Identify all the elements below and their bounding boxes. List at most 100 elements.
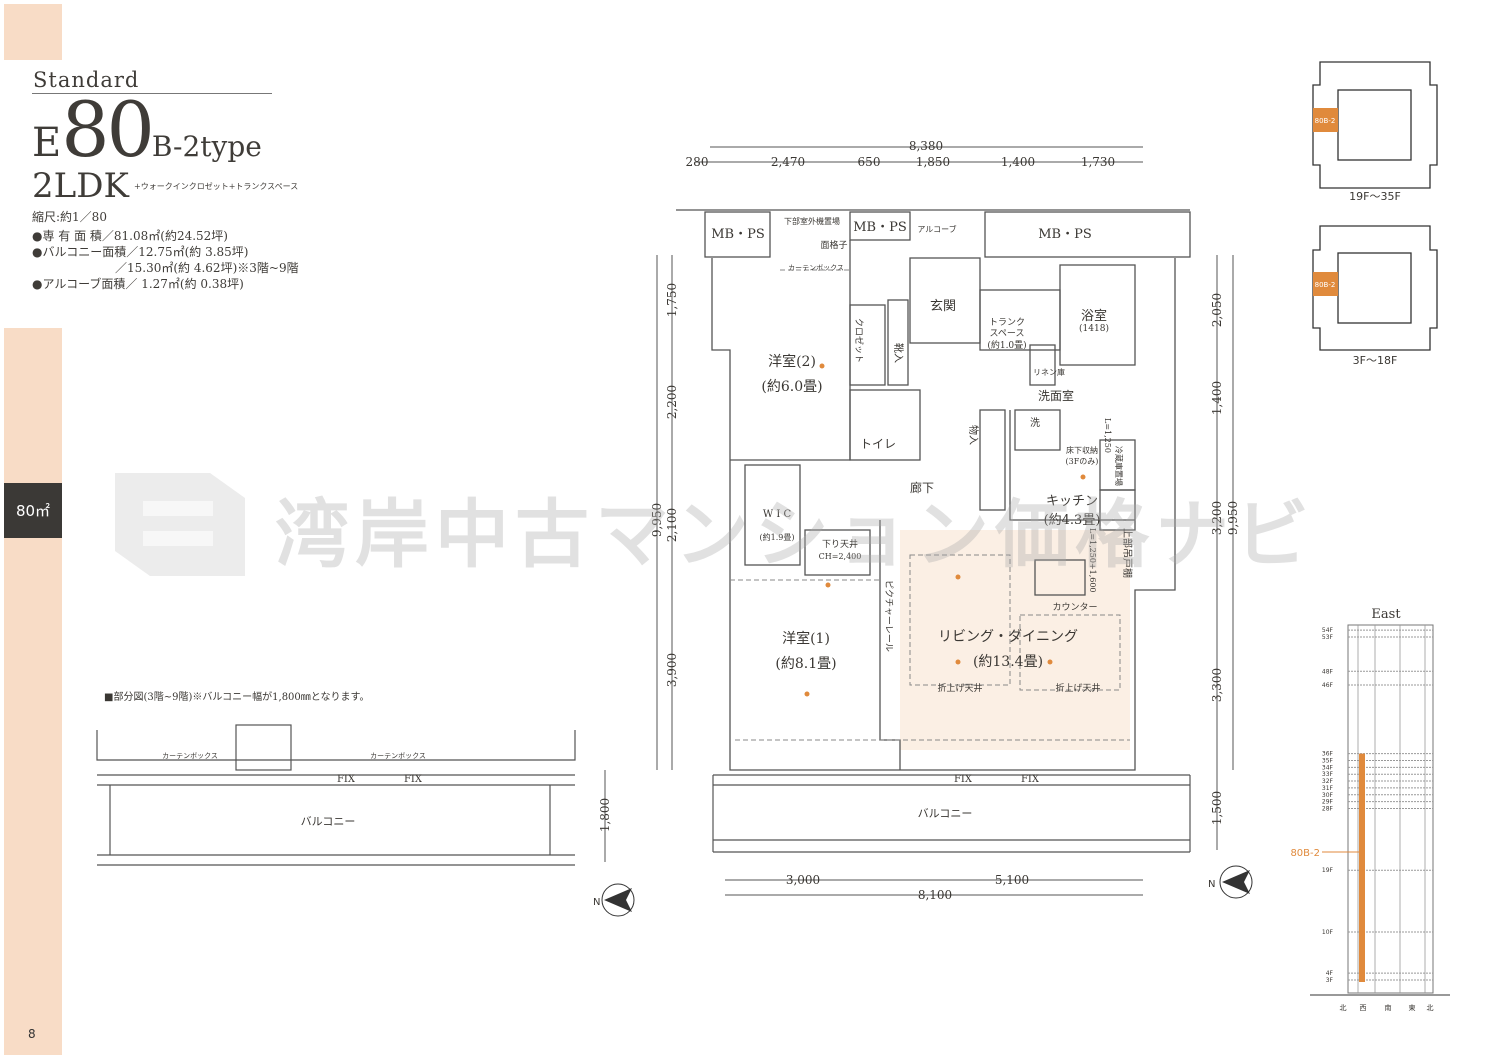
floor-tick-label: 4F (1326, 970, 1334, 977)
floor-tick-label: 29F (1322, 799, 1334, 806)
spec-alcove-area: ●アルコーブ面積／ 1.27㎡(約 0.38坪) (32, 277, 244, 291)
north-arrow-icon: N (1208, 865, 1253, 899)
label-mbps-left: MB・PS (711, 227, 765, 242)
label-washroom: 洗面室 (1038, 388, 1074, 403)
label-bath: 浴室 (1081, 308, 1107, 324)
dim-bottom-total: 8,100 (918, 888, 952, 902)
type-number: 80 (61, 85, 155, 174)
label-bath-size: (1418) (1079, 323, 1109, 334)
floor-tick-label: 54F (1322, 627, 1334, 634)
keyplan-floors: 19F～35F (1349, 190, 1401, 203)
floor-tick-label: 28F (1322, 806, 1334, 813)
series-label: Standard (33, 68, 140, 92)
dim-bottom: 5,100 (995, 873, 1029, 887)
label-storage: 物入 (967, 425, 980, 445)
watermark-logo-icon (115, 473, 245, 576)
spec-floor-area: ●専 有 面 積／81.08㎡(約24.52坪) (32, 229, 228, 243)
unit-label: 80B-2 (1290, 848, 1320, 859)
label-underfloor-storage: 床下収納 (1066, 445, 1098, 455)
dim-top: 1,400 (1001, 155, 1035, 169)
floor-tick-label: 3F (1326, 977, 1334, 984)
floor-tick-label: 48F (1322, 668, 1334, 675)
dim-top: 1,730 (1081, 155, 1115, 169)
label-trunk-2: スペース (990, 329, 1025, 339)
page-number: 8 (28, 1027, 36, 1041)
label-outdoor-unit: 下部室外機置場 (784, 216, 840, 226)
label-trunk: トランク (989, 317, 1025, 328)
partial-caption: ■部分図(3階~9階)※バルコニー幅が1,800㎜となります。 (104, 690, 369, 703)
partial-walls (96, 724, 576, 866)
floor-tick-label: 32F (1322, 778, 1334, 785)
label-picture-rail: ピクチャーレール (883, 580, 894, 652)
dim-right: 3,300 (1210, 668, 1224, 702)
dimension-lines (604, 146, 1234, 896)
dim-top: 280 (686, 155, 709, 169)
label-lowered-ceiling: 下り天井 (822, 538, 858, 550)
dim-bottom: 3,000 (786, 873, 820, 887)
label-shoe-storage: 靴入 (892, 343, 905, 363)
label-fix: FIX (1021, 774, 1040, 785)
label-fix: FIX (954, 774, 973, 785)
label-kitchen-size: (約4.3畳) (1044, 513, 1101, 528)
living-floor-tint (900, 530, 1130, 750)
label-linen: リネン庫 (1033, 367, 1065, 377)
label-mbps-right: MB・PS (1038, 227, 1092, 242)
walls (676, 209, 1191, 771)
label-trunk-size: (約1.0畳) (987, 339, 1026, 351)
dim-partial-balcony: 1,800 (598, 798, 612, 832)
label-western-room-2-size: (約6.0畳) (761, 379, 822, 395)
partial-fix: FIX (337, 774, 356, 785)
floor-tick-label: 46F (1322, 682, 1334, 689)
label-curtain-box: カーテンボックス (788, 264, 844, 272)
dim-left: 3,900 (665, 653, 679, 687)
label-entrance: 玄関 (930, 299, 956, 314)
dim-top: 1,850 (916, 155, 950, 169)
north-arrow-icon: N (593, 883, 635, 917)
direction-label: 北 (1340, 1004, 1347, 1012)
type-title: E80B-2type (32, 92, 262, 168)
label-western-room-1: 洋室(1) (782, 630, 830, 647)
direction-label: 北 (1427, 1004, 1434, 1012)
watermark-text: 湾岸中古マンション価格ナビ (275, 492, 1315, 578)
spec-balcony-area: ●バルコニー面積／12.75㎡(約 3.85坪) (32, 245, 249, 259)
label-counter: カウンター (1052, 602, 1097, 613)
label-closet: クロゼット (853, 318, 865, 363)
floor-tick-label: 30F (1322, 792, 1334, 799)
balcony-lines (712, 774, 1191, 853)
label-wic: W I C (763, 509, 792, 520)
label-length-1600: L=1,250+1,600 (1088, 528, 1097, 593)
dim-left: 1,750 (665, 283, 679, 317)
floor-tick-label: 53F (1322, 634, 1334, 641)
dim-top: 2,470 (771, 155, 805, 169)
floor-chart-title: East (1371, 607, 1401, 622)
direction-label: 南 (1385, 1003, 1392, 1012)
layout-extra: +ウォークインクロゼット+トランクスペース (134, 182, 299, 191)
dim-top-total: 8,380 (909, 139, 943, 153)
direction-label: 西 (1360, 1004, 1367, 1012)
keyplan-floors: 3F～18F (1353, 354, 1398, 367)
svg-text:N: N (593, 897, 600, 908)
area-tab: 80㎡ (4, 483, 62, 538)
label-western-room-1-size: (約8.1畳) (775, 656, 836, 672)
partial-curtain-box: カーテンボックス (370, 752, 426, 760)
label-lattice: 面格子 (820, 239, 847, 251)
dim-right: 3,200 (1210, 501, 1224, 535)
title-rule (32, 93, 272, 94)
label-ceiling-height: CH=2,400 (819, 552, 862, 561)
label-mbps-mid: MB・PS (853, 220, 907, 235)
label-wic-size: (約1.9畳) (760, 532, 795, 542)
label-underfloor-note: (3Fのみ) (1066, 457, 1099, 466)
label-balcony: バルコニー (918, 807, 973, 820)
label-upper-cabinet: 上部吊戸棚 (1121, 528, 1134, 578)
floor-tick-label: 34F (1322, 764, 1334, 771)
dashed-lines (730, 269, 1130, 741)
keyplan-unit-label: 80B-2 (1315, 281, 1336, 289)
type-prefix: E (32, 120, 62, 166)
unit-floor-bar (1359, 753, 1365, 982)
dim-top: 650 (858, 155, 881, 169)
partial-balcony-label: バルコニー (301, 815, 356, 828)
dim-right: 1,400 (1210, 381, 1224, 415)
label-living-dining-size: (約13.4畳) (973, 654, 1043, 670)
dim-right: 2,050 (1210, 293, 1224, 327)
svg-text:N: N (1208, 879, 1215, 890)
